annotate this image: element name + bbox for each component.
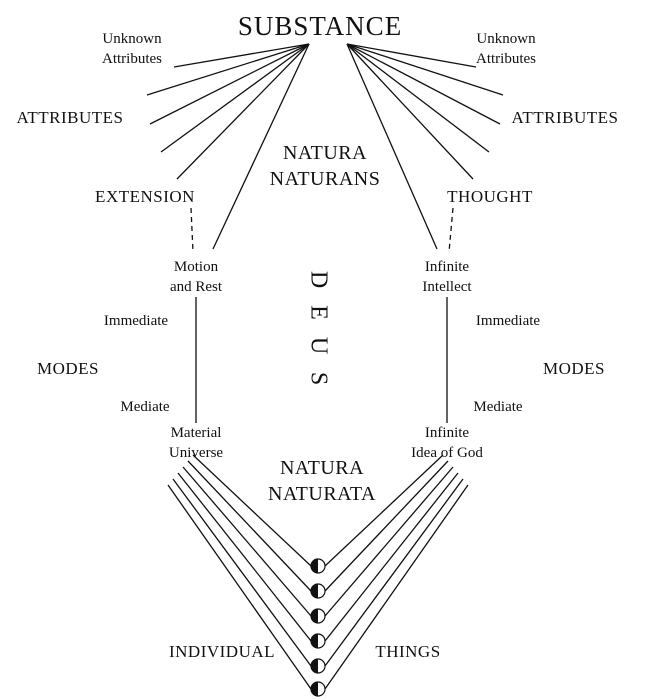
individual-thing-nodes (310, 558, 326, 697)
attributes-right-label: ATTRIBUTES (511, 108, 619, 127)
things-label: THINGS (375, 642, 441, 661)
immediate-right-label: Immediate (475, 313, 541, 329)
deus-letter-e: E (305, 305, 332, 320)
fan-left (146, 43, 310, 250)
deus-letter-s: S (305, 371, 332, 386)
infinite-idea-of-god-line1: Infinite (424, 425, 470, 441)
material-universe-label: Material Universe (169, 424, 223, 463)
material-universe-line1: Material (170, 425, 222, 441)
convergence-right (324, 454, 469, 690)
material-universe-line2: Universe (168, 444, 224, 461)
unknown-attributes-right-label: Unknown Attributes (476, 30, 536, 69)
unknown-attributes-left-label: Unknown Attributes (102, 30, 162, 69)
motion-and-rest-line2: and Rest (169, 278, 223, 295)
natura-naturans-line2: NATURANS (269, 168, 381, 190)
infinite-intellect-line2: Intellect (422, 278, 472, 295)
infinite-intellect-line1: Infinite (424, 259, 470, 275)
natura-naturata-line2: NATURATA (268, 483, 376, 505)
attributes-left-label: ATTRIBUTES (16, 108, 124, 127)
infinite-idea-of-god-label: Infinite Idea of God (411, 424, 483, 463)
mediate-right-label: Mediate (473, 399, 523, 415)
unknown-attributes-left-line2: Attributes (102, 50, 162, 67)
dashed-thought-to-intellect (448, 207, 454, 253)
extension-label: EXTENSION (95, 187, 195, 206)
deus-letter-u: U (305, 336, 332, 355)
thought-label: THOUGHT (447, 187, 533, 206)
unknown-attributes-left-line1: Unknown (102, 31, 162, 47)
deus-letter-d: D (305, 270, 332, 289)
dashed-extension-to-motion (190, 207, 194, 253)
individual-label: INDIVIDUAL (168, 642, 276, 661)
convergence-left (167, 454, 312, 690)
infinite-intellect-label: Infinite Intellect (422, 258, 471, 297)
natura-naturata-label: NATURA NATURATA (268, 455, 376, 507)
modes-left-label: MODES (36, 359, 100, 378)
motion-and-rest-line1: Motion (173, 259, 219, 275)
substance-label: SUBSTANCE (237, 11, 403, 41)
natura-naturans-line1: NATURA (282, 142, 368, 164)
natura-naturata-line1: NATURA (279, 457, 365, 479)
modes-right-label: MODES (542, 359, 606, 378)
mediate-left-label: Mediate (120, 399, 170, 415)
natura-naturans-label: NATURA NATURANS (270, 140, 381, 192)
unknown-attributes-right-line1: Unknown (476, 31, 536, 47)
immediate-left-label: Immediate (103, 313, 169, 329)
fan-right (346, 43, 504, 250)
infinite-idea-of-god-line2: Idea of God (411, 444, 483, 461)
motion-and-rest-label: Motion and Rest (170, 258, 222, 297)
unknown-attributes-right-line2: Attributes (476, 50, 536, 67)
